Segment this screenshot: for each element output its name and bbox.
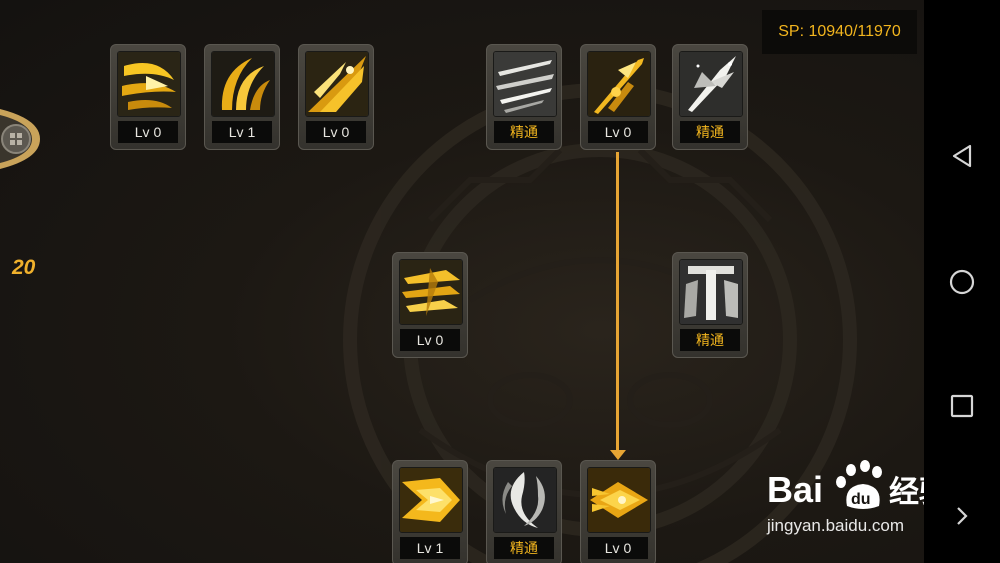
- sp-counter: SP: 10940/11970: [762, 10, 917, 54]
- back-button[interactable]: [942, 136, 982, 176]
- skill-level-label: 精通: [680, 329, 740, 351]
- chevron-right-icon: [957, 507, 968, 525]
- golden-triple-arc-icon: [211, 51, 275, 117]
- skill-slot[interactable]: Lv 0: [298, 44, 374, 150]
- home-button[interactable]: [942, 262, 982, 302]
- baidu-logo-icon: Bai du 经验: [767, 460, 924, 510]
- skill-slot[interactable]: 精通: [672, 44, 748, 150]
- svg-text:Bai: Bai: [767, 469, 823, 510]
- level-indicator: 20: [12, 256, 36, 279]
- golden-spear-icon: [587, 51, 651, 117]
- skill-tree-screen: 20 SP: 10940/11970 Lv 0 Lv 1: [0, 0, 924, 563]
- skill-level-label: Lv 0: [118, 121, 178, 143]
- skill-slot[interactable]: Lv 0: [580, 44, 656, 150]
- skill-slot[interactable]: Lv 0: [580, 460, 656, 563]
- svg-text:du: du: [851, 491, 871, 508]
- android-nav-bar: [924, 0, 1000, 563]
- skill-prerequisite-line: [616, 152, 619, 452]
- back-triangle-icon: [952, 144, 972, 168]
- skill-slot[interactable]: Lv 0: [392, 252, 468, 358]
- skill-level-label: 精通: [494, 121, 554, 143]
- recents-button[interactable]: [942, 386, 982, 426]
- expand-nav-button[interactable]: [942, 496, 982, 536]
- golden-spark-strike-icon: [305, 51, 369, 117]
- home-circle-icon: [949, 269, 975, 295]
- skill-slot[interactable]: Lv 0: [110, 44, 186, 150]
- recents-square-icon: [950, 394, 974, 418]
- golden-charge-icon: [399, 467, 463, 533]
- skill-level-label: 精通: [494, 537, 554, 559]
- golden-thrust-icon: [587, 467, 651, 533]
- skill-level-label: Lv 0: [306, 121, 366, 143]
- baidu-watermark: Bai du 经验 jingyan.baidu.com: [765, 456, 924, 546]
- svg-text:经验: 经验: [889, 475, 924, 510]
- skill-slot[interactable]: 精通: [486, 44, 562, 150]
- golden-crescent-slash-icon: [117, 51, 181, 117]
- golden-multi-dash-icon: [399, 259, 463, 325]
- skill-level-label: Lv 1: [400, 537, 460, 559]
- skill-level-label: Lv 1: [212, 121, 272, 143]
- skill-level-label: 精通: [680, 121, 740, 143]
- silver-pillar-icon: [679, 259, 743, 325]
- skill-slot[interactable]: Lv 1: [392, 460, 468, 563]
- skill-slot[interactable]: Lv 1: [204, 44, 280, 150]
- silver-streak-icon: [493, 51, 557, 117]
- skill-slot[interactable]: 精通: [672, 252, 748, 358]
- side-menu-handle[interactable]: [0, 106, 40, 172]
- skill-level-label: Lv 0: [588, 537, 648, 559]
- silver-vortex-icon: [493, 467, 557, 533]
- skill-level-label: Lv 0: [588, 121, 648, 143]
- prerequisite-arrow-icon: [610, 450, 626, 460]
- watermark-url: jingyan.baidu.com: [767, 516, 905, 535]
- skill-slot[interactable]: 精通: [486, 460, 562, 563]
- silver-burst-icon: [679, 51, 743, 117]
- skill-level-label: Lv 0: [400, 329, 460, 351]
